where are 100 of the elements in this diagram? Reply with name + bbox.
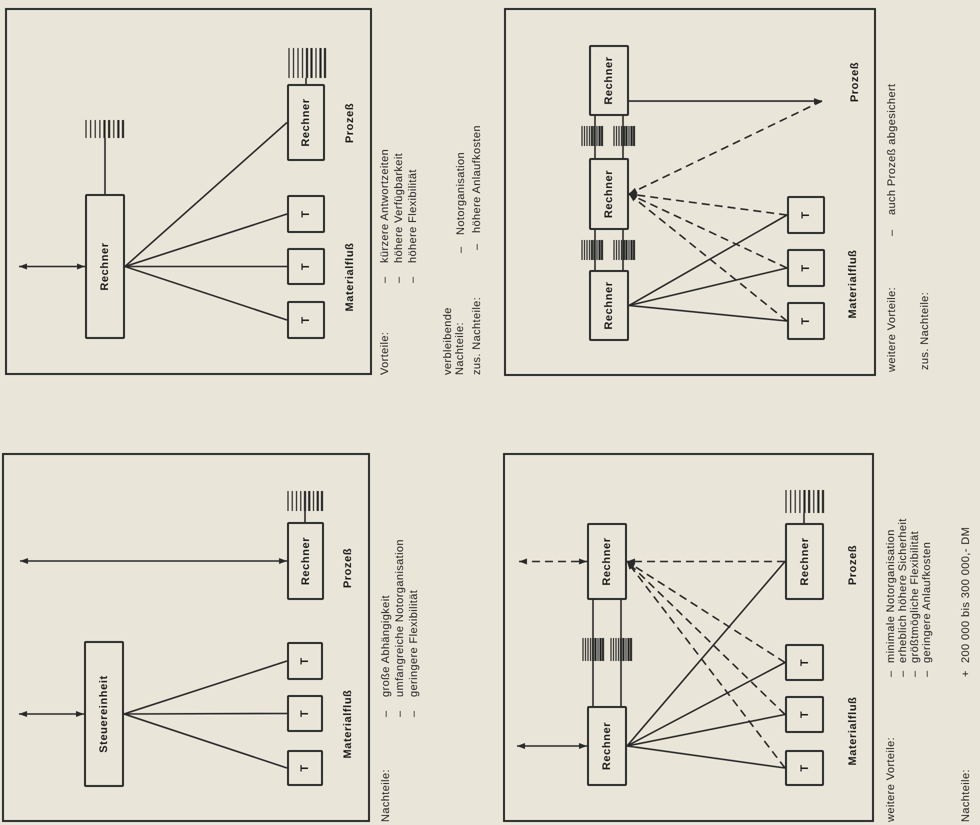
connector-line [124,122,288,268]
list-bullet: – [408,710,420,717]
list-item: geringere Anlaufkosten [921,542,933,663]
list-heading: Nachteile: [960,769,972,822]
list-item: große Abhängigkeit [380,595,392,697]
connector-line [628,304,788,322]
connector-line [628,267,788,306]
terminal-box: T [787,196,825,234]
list-item: kürzere Antwortzeiten [379,148,391,263]
connector-line [626,714,786,747]
unit-box: Rechner [587,706,627,786]
dashed-connector-line [627,558,785,564]
region-label: Prozeß [342,548,355,588]
terminal-box: T [287,195,325,233]
terminal-box: T [287,750,323,786]
region-label: Materialfluß [847,250,860,318]
list-item: größtmögliche Flexibilität [909,530,921,663]
unit-box: Rechner [587,523,627,600]
list-item: auch Prozeß abgesichert [886,84,898,215]
list-heading: Nachteile: [380,769,392,822]
region-label: Materialfluß [344,242,357,312]
list-bullet: – [393,276,405,283]
list-bullet: – [885,670,897,677]
list-item: Notorganisation [455,152,467,235]
list-item: höhere Anlaufkosten [471,125,483,233]
dashed-connector-line [626,560,786,664]
double-arrow [519,558,587,564]
terminal-box: T [785,696,824,733]
list-bullet: – [407,276,419,283]
list-item: 200 000 bis 300 000,- DM [960,526,972,663]
terminal-box: T [287,301,325,339]
terminal-box: T [787,249,825,287]
list-bullet: + [960,670,972,677]
list-bullet: – [897,670,909,677]
terminal-box: T [787,302,825,340]
list-heading: zus. Nachteile: [919,292,931,370]
list-heading: weitere Vorteile: [885,736,897,822]
list-bullet: – [886,229,898,236]
double-arrow [517,743,587,749]
scenario-panel [504,8,876,376]
connector-line [626,662,786,747]
scenario-panel [503,453,874,822]
unit-box: Rechner [85,194,125,339]
list-heading: weitere Vorteile: [886,286,898,372]
list-bullet: – [455,246,467,253]
list-bullet: – [471,243,483,250]
region-label: Prozeß [847,544,860,586]
list-bullet: – [380,710,392,717]
list-item: umfangreiche Notorganisation [394,539,406,697]
region-label: Materialfluß [847,696,860,766]
terminal-box: T [287,248,325,285]
terminal-box: T [287,695,323,732]
list-bullet: – [921,670,933,677]
connector-line [629,98,822,104]
list-bullet: – [379,276,391,283]
connector-line [628,214,788,306]
region-label: Prozeß [344,102,357,144]
terminal-box: T [785,750,824,786]
list-bullet: – [394,710,406,717]
list-item: geringere Flexibilität [408,590,420,697]
list-heading: Vorteile: [379,332,391,375]
list-item: höhere Flexibilität [407,169,419,263]
connector-line [594,116,596,158]
connector-line [124,660,288,715]
region-label: Materialfluß [342,690,355,758]
list-item: höhere Verfügbarkeit [393,152,405,263]
connector-line [626,745,786,769]
unit-box: Steuereinheit [84,641,124,787]
connector-line [124,712,287,715]
unit-box: Rechner [287,84,325,161]
double-arrow [20,558,287,564]
unit-box: Rechner [287,522,324,600]
connector-line [124,213,288,268]
connector-line [594,230,596,270]
connector-line [622,230,624,270]
double-arrow [19,711,84,717]
list-heading: zus. Nachteile: [471,296,483,375]
dashed-connector-line [628,100,822,195]
dashed-connector-line [628,192,788,216]
terminal-box: T [785,644,824,681]
connector-line [622,116,624,158]
list-heading: verbleibende Nachteile: [442,306,466,375]
region-label: Prozeß [849,62,862,102]
terminal-box: T [287,642,323,680]
unit-box: Rechner [589,270,629,341]
list-item: minimale Notorganisation [885,529,897,663]
connector-line [124,713,288,769]
scenario-panel [2,453,370,822]
list-item: erheblich höhere Sicherheit [897,518,909,663]
unit-box: Rechner [785,523,824,600]
list-bullet: – [909,670,921,677]
dashed-connector-line [628,193,788,322]
scenario-panel [5,8,372,375]
connector-line [124,266,288,321]
double-arrow [19,264,85,270]
connector-line [620,600,622,706]
connector-line [125,266,287,268]
unit-box: Rechner [589,45,629,116]
connector-line [592,600,594,706]
unit-box: Rechner [589,158,629,230]
